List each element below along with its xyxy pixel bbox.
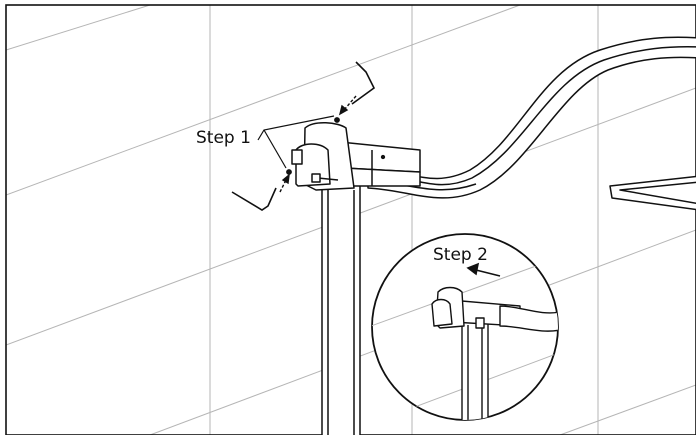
step-1-leader xyxy=(257,115,335,169)
shelf-plate xyxy=(609,175,696,211)
hex-key-icon xyxy=(351,61,376,105)
vertical-post xyxy=(321,184,361,435)
towel-rail-assembly xyxy=(291,36,696,435)
diagram-frame xyxy=(5,4,696,435)
arrow-icon xyxy=(466,262,501,277)
end-bracket xyxy=(291,122,355,191)
arrow-icon xyxy=(334,95,357,123)
arrow-icon xyxy=(279,169,292,193)
step-1-label: Step 1 xyxy=(196,128,251,148)
hex-key-icon xyxy=(231,187,277,211)
step-2-label: Step 2 xyxy=(433,245,488,265)
detail-magnifier xyxy=(371,233,559,421)
